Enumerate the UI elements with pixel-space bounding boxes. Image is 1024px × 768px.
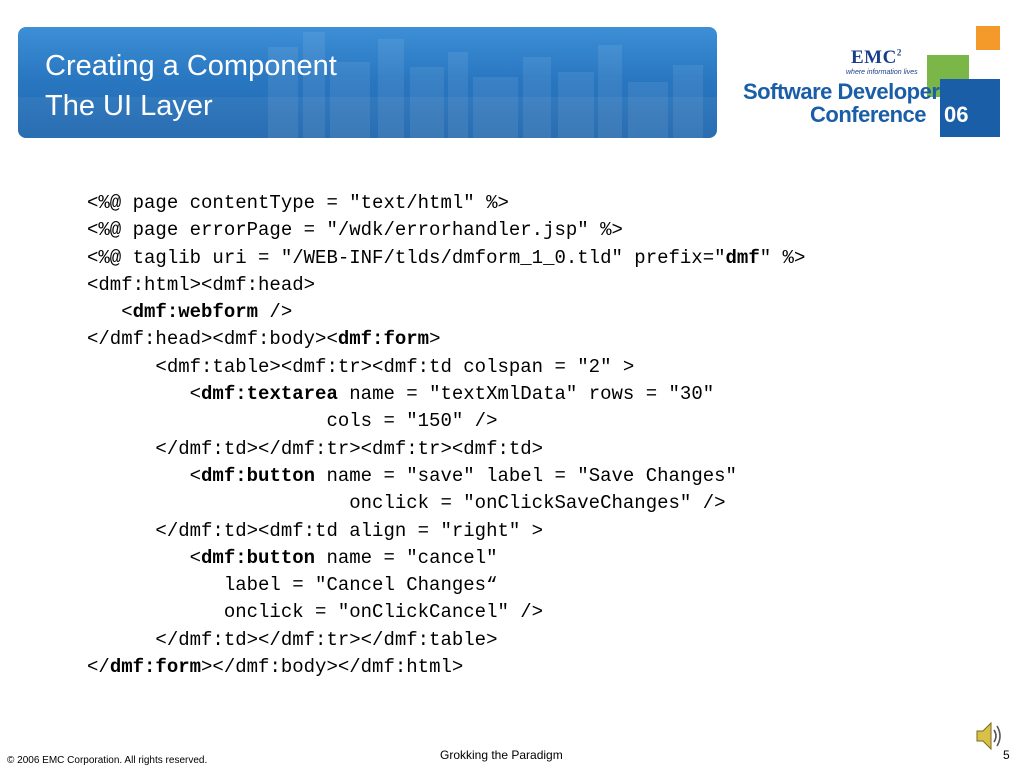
code-keyword: dmf:button — [201, 546, 316, 569]
emc-brand-sup: 2 — [896, 47, 902, 58]
conference-name-line1: Software Developer — [743, 79, 940, 104]
page-number: 5 — [1003, 748, 1010, 762]
code-text: onclick = "onClickSaveChanges" /> — [87, 492, 726, 515]
code-text: " %> — [759, 246, 806, 269]
code-text: </dmf:head><dmf:body>< — [87, 328, 338, 351]
emc-logo-text: EMC2 — [851, 47, 902, 69]
code-text: name = "textXmlData" rows = "30" — [337, 383, 715, 406]
code-text: </dmf:td></dmf:tr><dmf:tr><dmf:td> — [87, 437, 544, 460]
slide-title: Creating a Component The UI Layer — [45, 46, 337, 126]
code-listing: <%@ page contentType = "text/html" %> <%@… — [87, 190, 805, 681]
code-text: < — [87, 464, 202, 487]
code-line: onclick = "onClickCancel" /> — [87, 599, 805, 626]
code-text: label = "Cancel Changes“ — [87, 574, 498, 597]
speaker-icon[interactable] — [975, 718, 1003, 754]
code-text: </dmf:td><dmf:td align = "right" > — [87, 519, 544, 542]
code-line: </dmf:td></dmf:tr><dmf:tr><dmf:td> — [87, 436, 805, 463]
footer-title: Grokking the Paradigm — [440, 748, 563, 762]
code-line: </dmf:form></dmf:body></dmf:html> — [87, 654, 805, 681]
code-keyword: dmf:textarea — [201, 383, 338, 406]
code-text: </ — [87, 656, 110, 679]
code-keyword: dmf:button — [201, 464, 316, 487]
code-text: < — [87, 301, 133, 324]
code-text: < — [87, 546, 202, 569]
code-line: cols = "150" /> — [87, 408, 805, 435]
code-line: <%@ page contentType = "text/html" %> — [87, 190, 805, 217]
code-line: <dmf:webform /> — [87, 299, 805, 326]
code-line: onclick = "onClickSaveChanges" /> — [87, 490, 805, 517]
code-keyword: dmf:form — [337, 328, 430, 351]
code-line: <%@ page errorPage = "/wdk/errorhandler.… — [87, 217, 805, 244]
code-line: </dmf:td><dmf:td align = "right" > — [87, 518, 805, 545]
code-text: onclick = "onClickCancel" /> — [87, 601, 544, 624]
slide-title-line2: The UI Layer — [45, 90, 213, 122]
code-text: <%@ page contentType = "text/html" %> — [87, 192, 509, 214]
emc-tagline: where information lives — [846, 69, 918, 76]
code-text: <dmf:html><dmf:head> — [87, 273, 316, 296]
code-line: <dmf:button name = "cancel" — [87, 545, 805, 572]
emc-brand: EMC — [851, 47, 897, 68]
title-banner: Creating a Component The UI Layer — [18, 27, 717, 138]
footer-copyright: © 2006 EMC Corporation. All rights reser… — [7, 755, 208, 766]
code-line: </dmf:head><dmf:body><dmf:form> — [87, 326, 805, 353]
code-keyword: dmf — [725, 246, 760, 269]
code-text: ></dmf:body></dmf:html> — [201, 656, 464, 679]
code-text: cols = "150" /> — [87, 410, 498, 433]
slide-title-line1: Creating a Component — [45, 50, 337, 82]
code-text: <%@ taglib uri = "/WEB-INF/tlds/dmform_1… — [87, 246, 726, 269]
code-keyword: dmf:form — [109, 656, 202, 679]
conference-name-line2: Conference — [810, 102, 927, 127]
code-keyword: dmf:webform — [132, 301, 259, 324]
code-line: </dmf:td></dmf:tr></dmf:table> — [87, 627, 805, 654]
code-line: label = "Cancel Changes“ — [87, 572, 805, 599]
code-text: /> — [258, 301, 293, 324]
code-line: <dmf:table><dmf:tr><dmf:td colspan = "2"… — [87, 354, 805, 381]
code-line: <dmf:button name = "save" label = "Save … — [87, 463, 805, 490]
code-text: name = "cancel" — [315, 546, 498, 569]
code-text: > — [429, 328, 441, 351]
logo-orange-square — [976, 26, 1000, 50]
code-text: name = "save" label = "Save Changes" — [315, 464, 737, 487]
logo-blue-square — [940, 79, 1000, 137]
code-line: <dmf:textarea name = "textXmlData" rows … — [87, 381, 805, 408]
code-text: <dmf:table><dmf:tr><dmf:td colspan = "2"… — [87, 355, 635, 378]
code-text: < — [87, 383, 202, 406]
code-text: </dmf:td></dmf:tr></dmf:table> — [87, 628, 498, 651]
code-line: <%@ taglib uri = "/WEB-INF/tlds/dmform_1… — [87, 245, 805, 272]
code-text: <%@ page errorPage = "/wdk/errorhandler.… — [87, 219, 623, 242]
conference-year: 06 — [944, 102, 969, 127]
code-line: <dmf:html><dmf:head> — [87, 272, 805, 299]
city-skyline-image — [18, 32, 717, 138]
